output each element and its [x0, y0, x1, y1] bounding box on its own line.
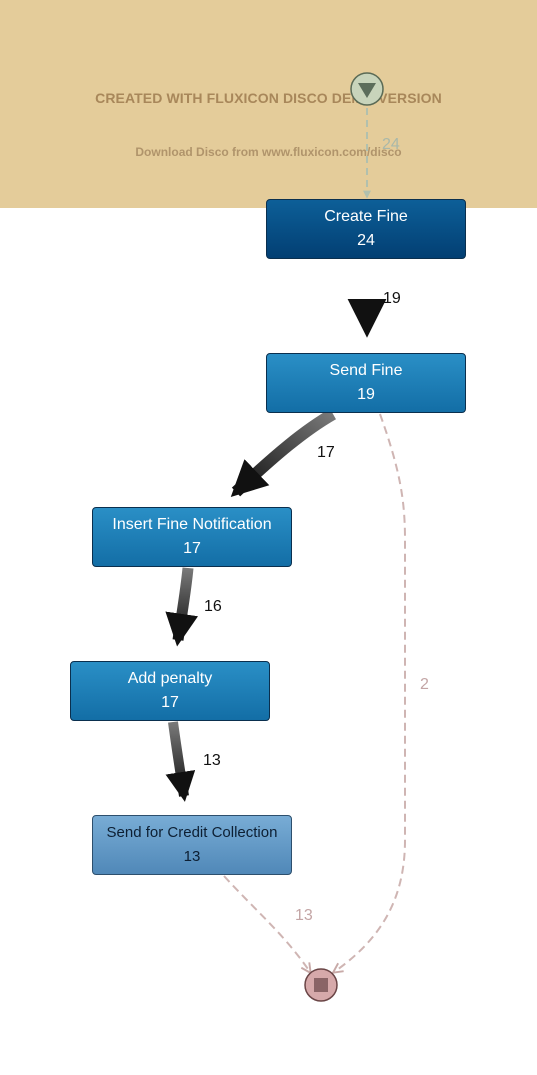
edge-label-start-to-create-fine: 24	[382, 136, 400, 153]
edge-insert-fine-notification-to-add-penalty	[165, 567, 199, 647]
activity-label: Send Fine	[329, 362, 403, 379]
activity-add-penalty[interactable]: Add penalty 17	[70, 661, 270, 721]
end-square-icon	[314, 978, 328, 992]
edge-label-add-penalty-to-send-for-credit-collection: 13	[203, 752, 221, 769]
edge-label-send-for-credit-collection-to-end: 13	[295, 907, 313, 924]
start-triangle-icon	[358, 83, 376, 98]
activity-count: 24	[357, 232, 375, 249]
activity-label: Add penalty	[127, 670, 213, 687]
edge-send-for-credit-collection-to-end	[223, 875, 310, 972]
watermark-banner: CREATED WITH FLUXICON DISCO DEMO VERSION…	[0, 0, 537, 208]
edge-send-fine-to-insert-fine-notification	[230, 408, 336, 497]
activity-count: 13	[183, 848, 201, 865]
activity-count: 17	[161, 694, 179, 711]
activity-count: 19	[357, 386, 375, 403]
edge-label-send-fine-to-insert-fine-notification: 17	[317, 444, 335, 461]
start-node	[350, 72, 384, 106]
edge-add-penalty-to-send-for-credit-collection	[165, 721, 196, 802]
activity-count: 17	[183, 540, 201, 557]
activity-label: Send for Credit Collection	[106, 824, 278, 841]
activity-send-fine[interactable]: Send Fine 19	[266, 353, 466, 413]
edge-send-fine-to-end	[334, 413, 406, 972]
activity-label: Create Fine	[324, 208, 408, 225]
edge-label-insert-fine-notification-to-add-penalty: 16	[204, 598, 222, 615]
activity-label: Insert Fine Notification	[112, 516, 272, 533]
end-node	[304, 968, 338, 1002]
activity-insert-fine-notification[interactable]: Insert Fine Notification 17	[92, 507, 292, 567]
activity-send-for-credit-collection[interactable]: Send for Credit Collection 13	[92, 815, 292, 875]
activity-create-fine[interactable]: Create Fine 24	[266, 199, 466, 259]
edge-label-send-fine-to-end: 2	[420, 676, 429, 693]
edge-label-create-fine-to-send-fine: 19	[383, 290, 401, 307]
watermark-subtitle: Download Disco from www.fluxicon.com/dis…	[135, 145, 402, 159]
